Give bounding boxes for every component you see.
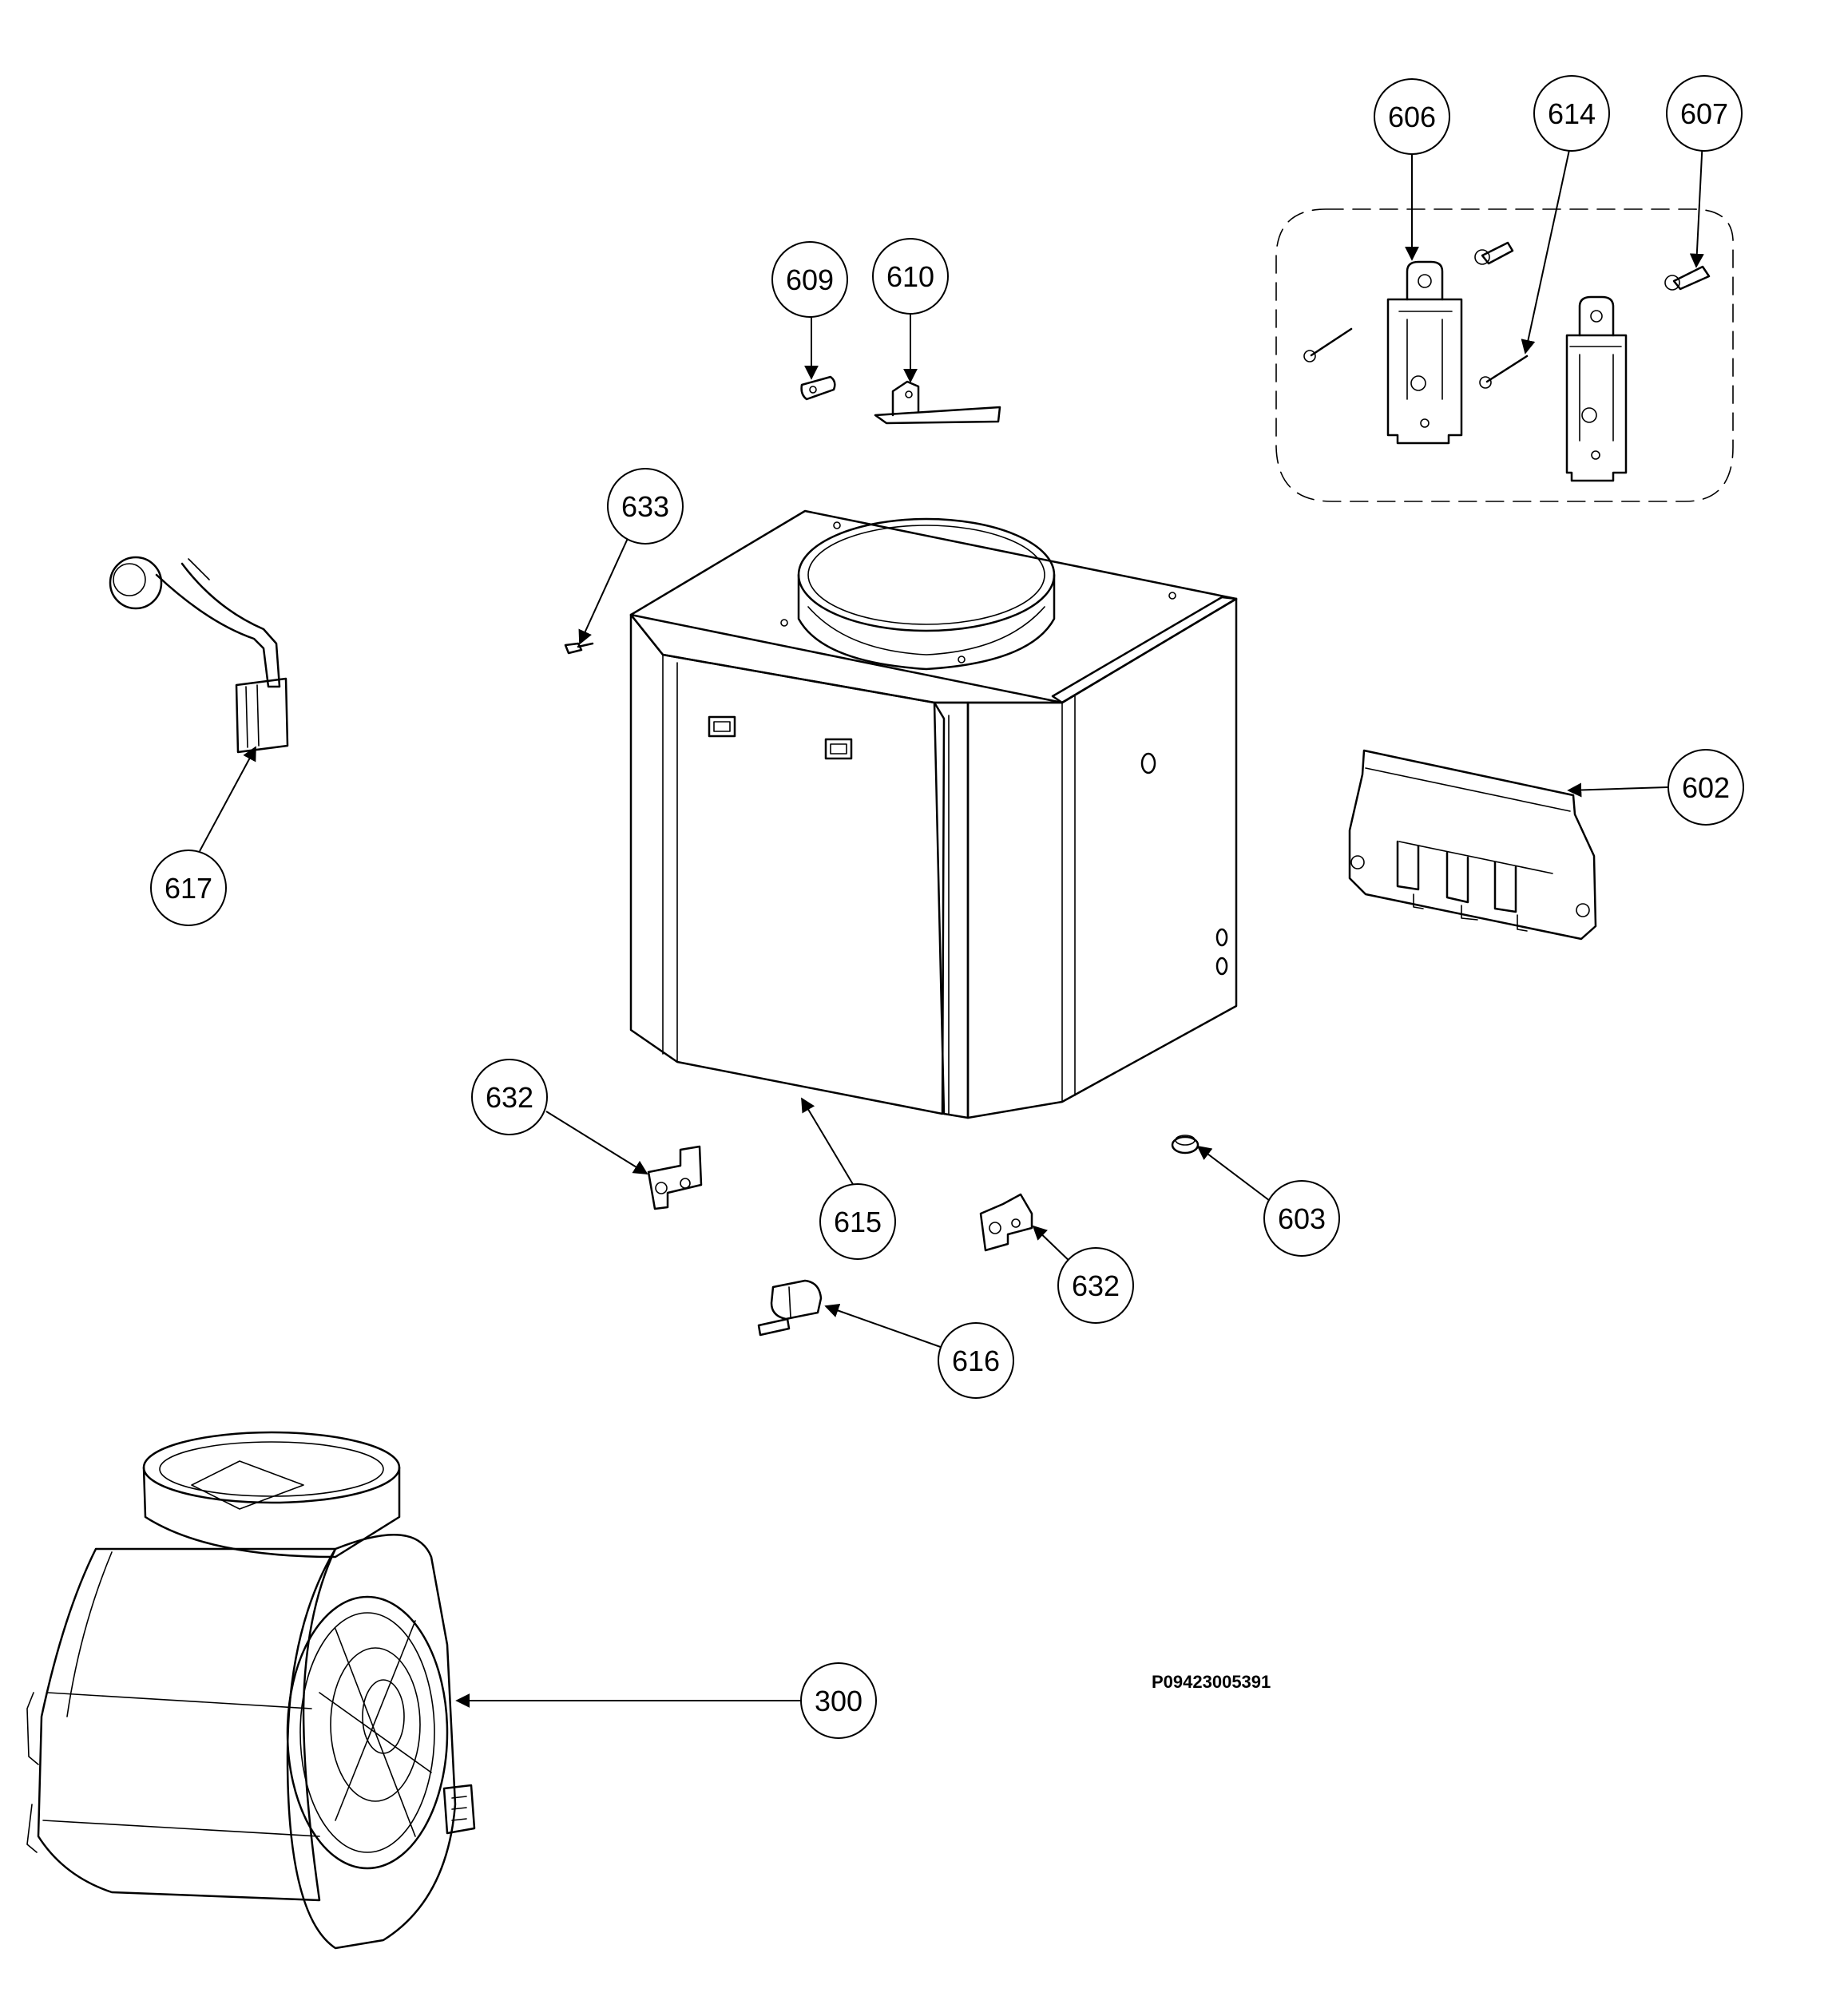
callout-603-label: 603 xyxy=(1278,1202,1326,1235)
part-603-grommet xyxy=(1171,1135,1200,1155)
wall-plug-right xyxy=(1664,265,1711,291)
callout-602: 602 xyxy=(1668,749,1744,826)
part-617-cable xyxy=(109,556,289,754)
callout-633: 633 xyxy=(607,468,684,545)
part-609-clip xyxy=(800,375,836,401)
callout-610-label: 610 xyxy=(886,260,934,293)
part-632-clip-right xyxy=(979,1193,1033,1252)
callout-615: 615 xyxy=(819,1183,896,1260)
part-300-blower xyxy=(26,1431,476,1950)
callout-300: 300 xyxy=(800,1662,877,1739)
callout-615-label: 615 xyxy=(834,1206,882,1238)
callout-632-left-label: 632 xyxy=(486,1081,533,1114)
callout-632-right-label: 632 xyxy=(1072,1269,1120,1302)
wall-plug-top xyxy=(1474,241,1514,265)
part-602-plate xyxy=(1348,749,1597,941)
callout-617-label: 617 xyxy=(165,872,212,905)
callout-614: 614 xyxy=(1533,75,1610,152)
callout-607-label: 607 xyxy=(1680,97,1728,130)
hood-housing xyxy=(629,509,1238,1119)
callout-609: 609 xyxy=(771,241,848,318)
part-633-screw xyxy=(564,642,594,655)
wall-bracket-right xyxy=(1565,295,1628,482)
callout-607: 607 xyxy=(1666,75,1743,152)
leader-lines xyxy=(199,138,1704,1708)
callout-603: 603 xyxy=(1263,1180,1340,1257)
part-616-switch xyxy=(757,1279,823,1337)
part-632-clip-left xyxy=(647,1145,703,1210)
callout-632-right: 632 xyxy=(1057,1247,1134,1324)
callout-616: 616 xyxy=(938,1322,1014,1399)
bracket-kit-group xyxy=(1275,208,1734,502)
callout-300-label: 300 xyxy=(815,1685,862,1717)
callout-610: 610 xyxy=(872,238,949,315)
wall-bracket-left xyxy=(1386,260,1463,445)
callout-606-label: 606 xyxy=(1388,101,1436,133)
callout-606: 606 xyxy=(1374,78,1450,155)
callout-614-label: 614 xyxy=(1548,97,1596,130)
drawing-code: P09423005391 xyxy=(1152,1672,1271,1692)
screw-right xyxy=(1479,354,1529,389)
callout-633-label: 633 xyxy=(621,490,669,523)
callout-609-label: 609 xyxy=(786,263,834,296)
callout-617: 617 xyxy=(150,850,227,926)
screw-left xyxy=(1303,327,1353,362)
callout-616-label: 616 xyxy=(952,1345,1000,1377)
callout-602-label: 602 xyxy=(1682,771,1730,804)
callout-632-left: 632 xyxy=(471,1059,548,1135)
part-610-bracket xyxy=(874,380,1001,425)
